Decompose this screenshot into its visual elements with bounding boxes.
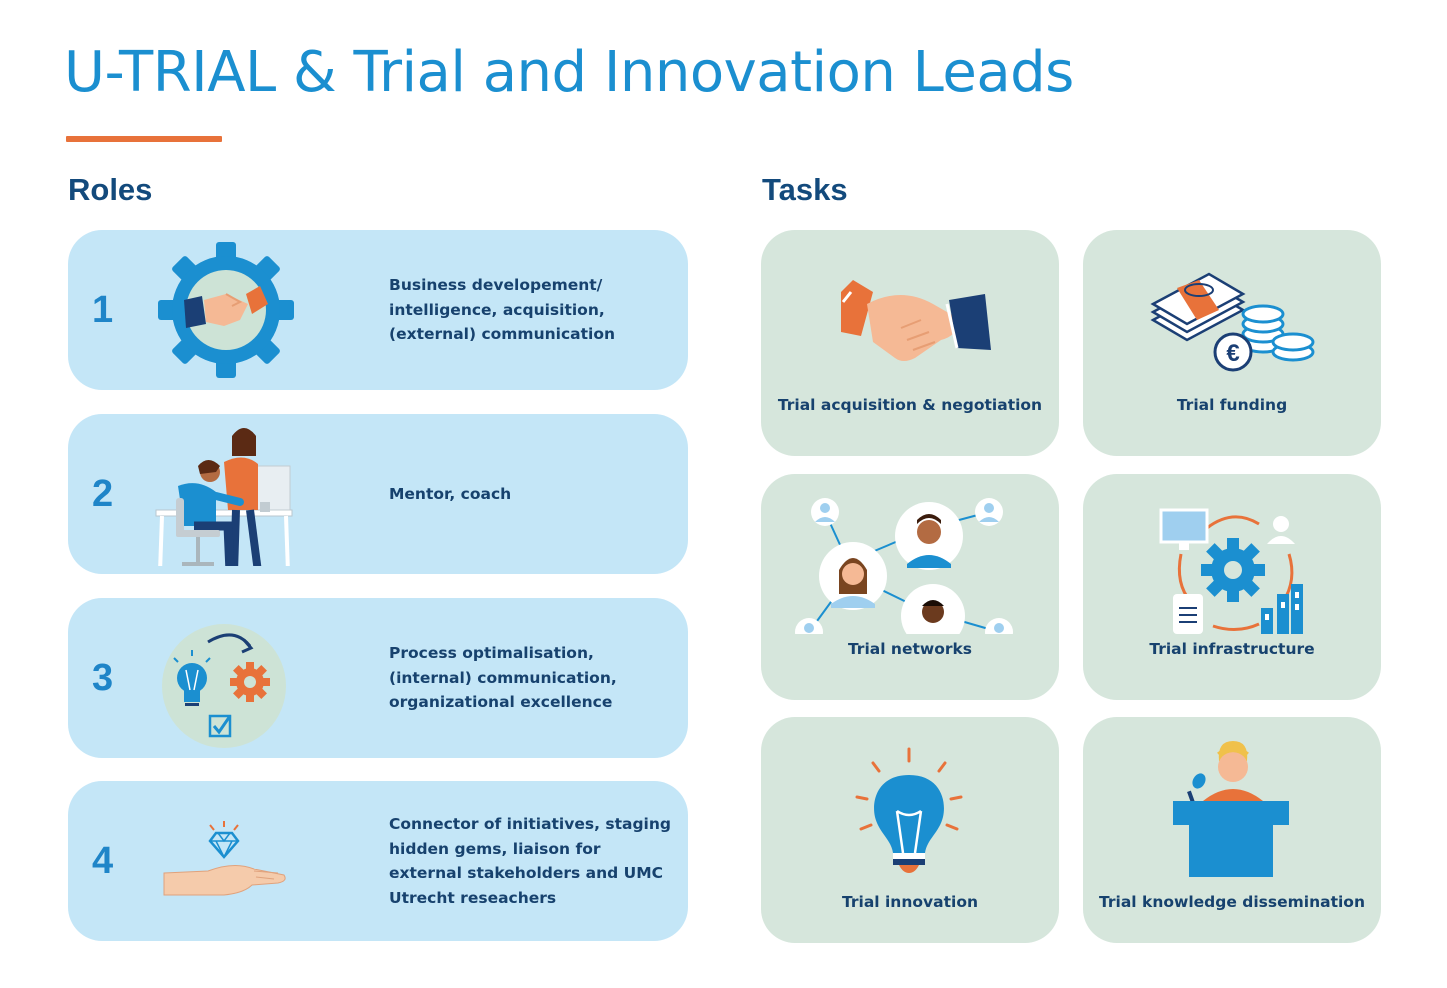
task-card-dissemination: Trial knowledge dissemination [1083, 717, 1381, 943]
speaker-podium-icon [1173, 741, 1289, 877]
role-description: Process optimalisation, (internal) commu… [389, 598, 679, 758]
role-line: Mentor, coach [389, 484, 512, 503]
role-line: hidden gems, liaison for [389, 839, 601, 858]
title-underline [66, 136, 222, 142]
role-line: Process optimalisation, [389, 644, 594, 663]
lightbulb-icon [855, 747, 963, 873]
role-card-4: 4 Connector of initiatives, staging hidd… [68, 781, 688, 941]
role-line: intelligence, acquisition, [389, 300, 605, 319]
role-line: (external) communication [389, 325, 616, 344]
task-label: Trial acquisition & negotiation [777, 396, 1043, 414]
role-card-1: 1 Business developement/ intellige [68, 230, 688, 390]
role-card-2: 2 Mentor, coach [68, 414, 688, 574]
task-card-networks: Trial networks [761, 474, 1059, 700]
role-line: Connector of initiatives, staging [389, 815, 672, 833]
role-line: Utrecht reseachers [389, 888, 557, 907]
svg-text:€: € [1226, 340, 1239, 367]
task-label: Trial knowledge dissemination [1099, 893, 1365, 911]
role-description: Connector of initiatives, staging hidden… [389, 781, 679, 941]
task-card-innovation: Trial innovation [761, 717, 1059, 943]
task-card-funding: € Trial funding [1083, 230, 1381, 456]
role-description: Business developement/ intelligence, acq… [389, 230, 679, 390]
infrastructure-cycle-icon [1159, 508, 1303, 634]
tasks-heading: Tasks [762, 172, 848, 207]
task-card-infrastructure: Trial infrastructure [1083, 474, 1381, 700]
task-label: Trial innovation [842, 893, 978, 911]
role-card-3: 3 Process optimalisation [68, 598, 688, 758]
role-line: external stakeholders and UMC [389, 864, 664, 882]
role-line: Business developement/ [389, 276, 603, 295]
role-line: (internal) communication, [389, 668, 617, 687]
handshake-icon [841, 280, 991, 361]
role-number: 1 [92, 289, 114, 331]
role-number: 3 [92, 657, 114, 699]
role-line: organizational excellence [389, 693, 613, 712]
task-label: Trial funding [1176, 396, 1288, 414]
people-network-icon [795, 498, 1013, 634]
hand-diamond-icon [163, 821, 286, 896]
role-description: Mentor, coach [389, 414, 679, 574]
money-coins-icon: € [1150, 272, 1315, 372]
task-label: Trial networks [847, 640, 973, 658]
handshake-gear-icon [158, 242, 294, 378]
mentoring-desk-icon [155, 428, 293, 566]
bulb-gear-check-icon [162, 624, 286, 748]
task-label: Trial infrastructure [1149, 640, 1315, 658]
task-card-acquisition: Trial acquisition & negotiation [761, 230, 1059, 456]
roles-heading: Roles [68, 172, 153, 207]
page-title: U-TRIAL & Trial and Innovation Leads [64, 40, 1074, 105]
role-number: 4 [92, 840, 114, 882]
role-number: 2 [92, 473, 114, 515]
